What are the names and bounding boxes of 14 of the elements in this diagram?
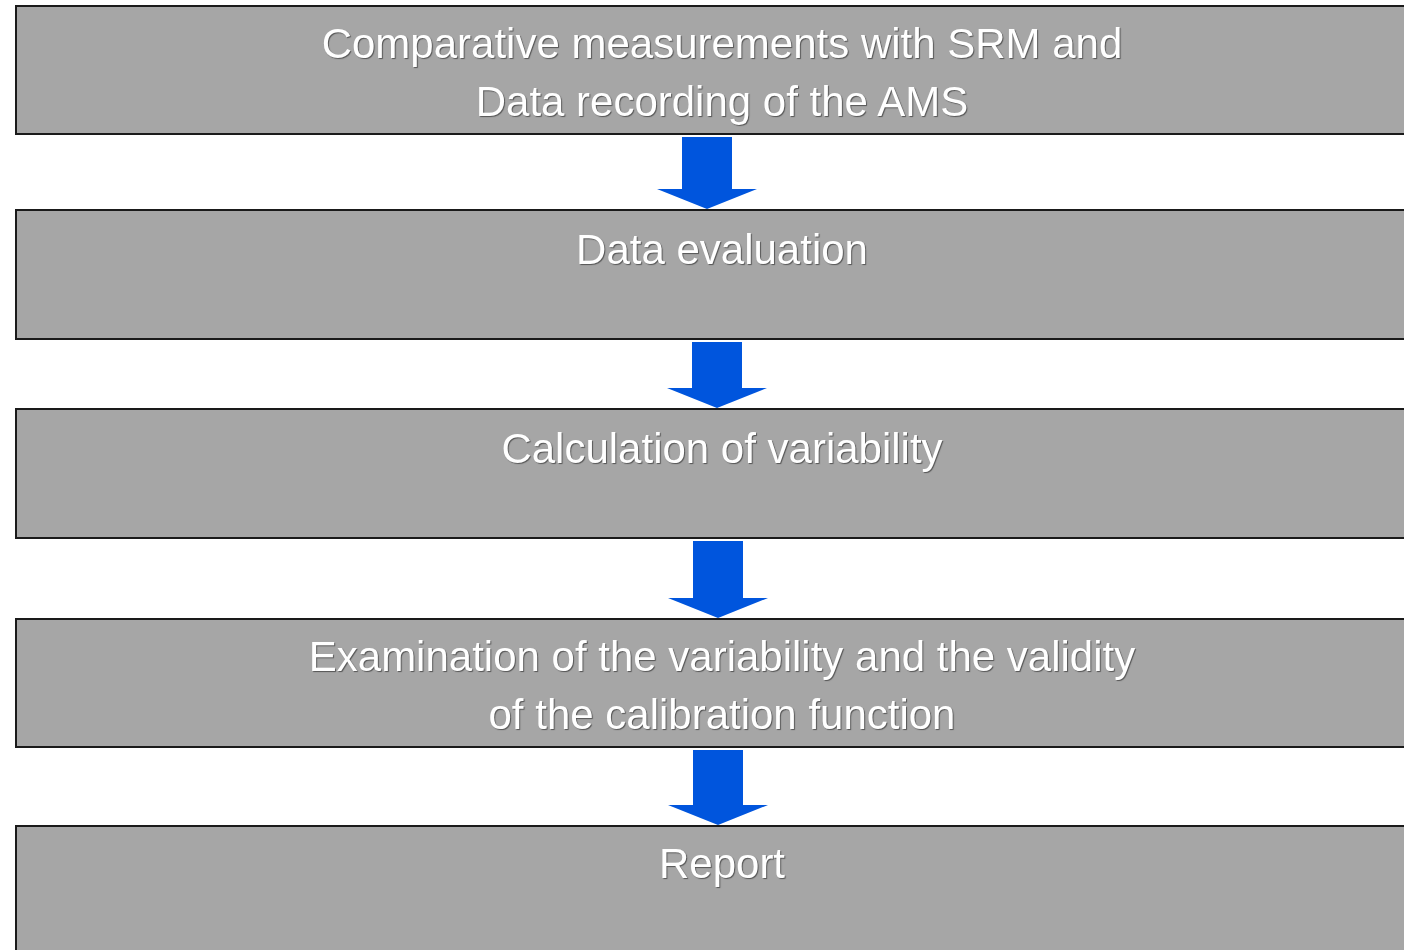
arrow (667, 342, 767, 408)
arrow (657, 137, 757, 209)
process-box (15, 209, 1404, 340)
process-box (15, 5, 1404, 135)
step-label: Examination of the variability and the validity of the calibration function (307, 632, 1137, 740)
step-label: Data evaluation (576, 225, 868, 275)
arrow (668, 541, 768, 618)
process-box (15, 618, 1404, 748)
process-box (15, 408, 1404, 539)
step-label: Report (658, 839, 786, 889)
arrow (668, 750, 768, 825)
process-box (15, 825, 1404, 950)
step-label: Comparative measurements with SRM and Data recording of the AMS (320, 19, 1124, 127)
step-label: Calculation of variability (501, 424, 943, 474)
